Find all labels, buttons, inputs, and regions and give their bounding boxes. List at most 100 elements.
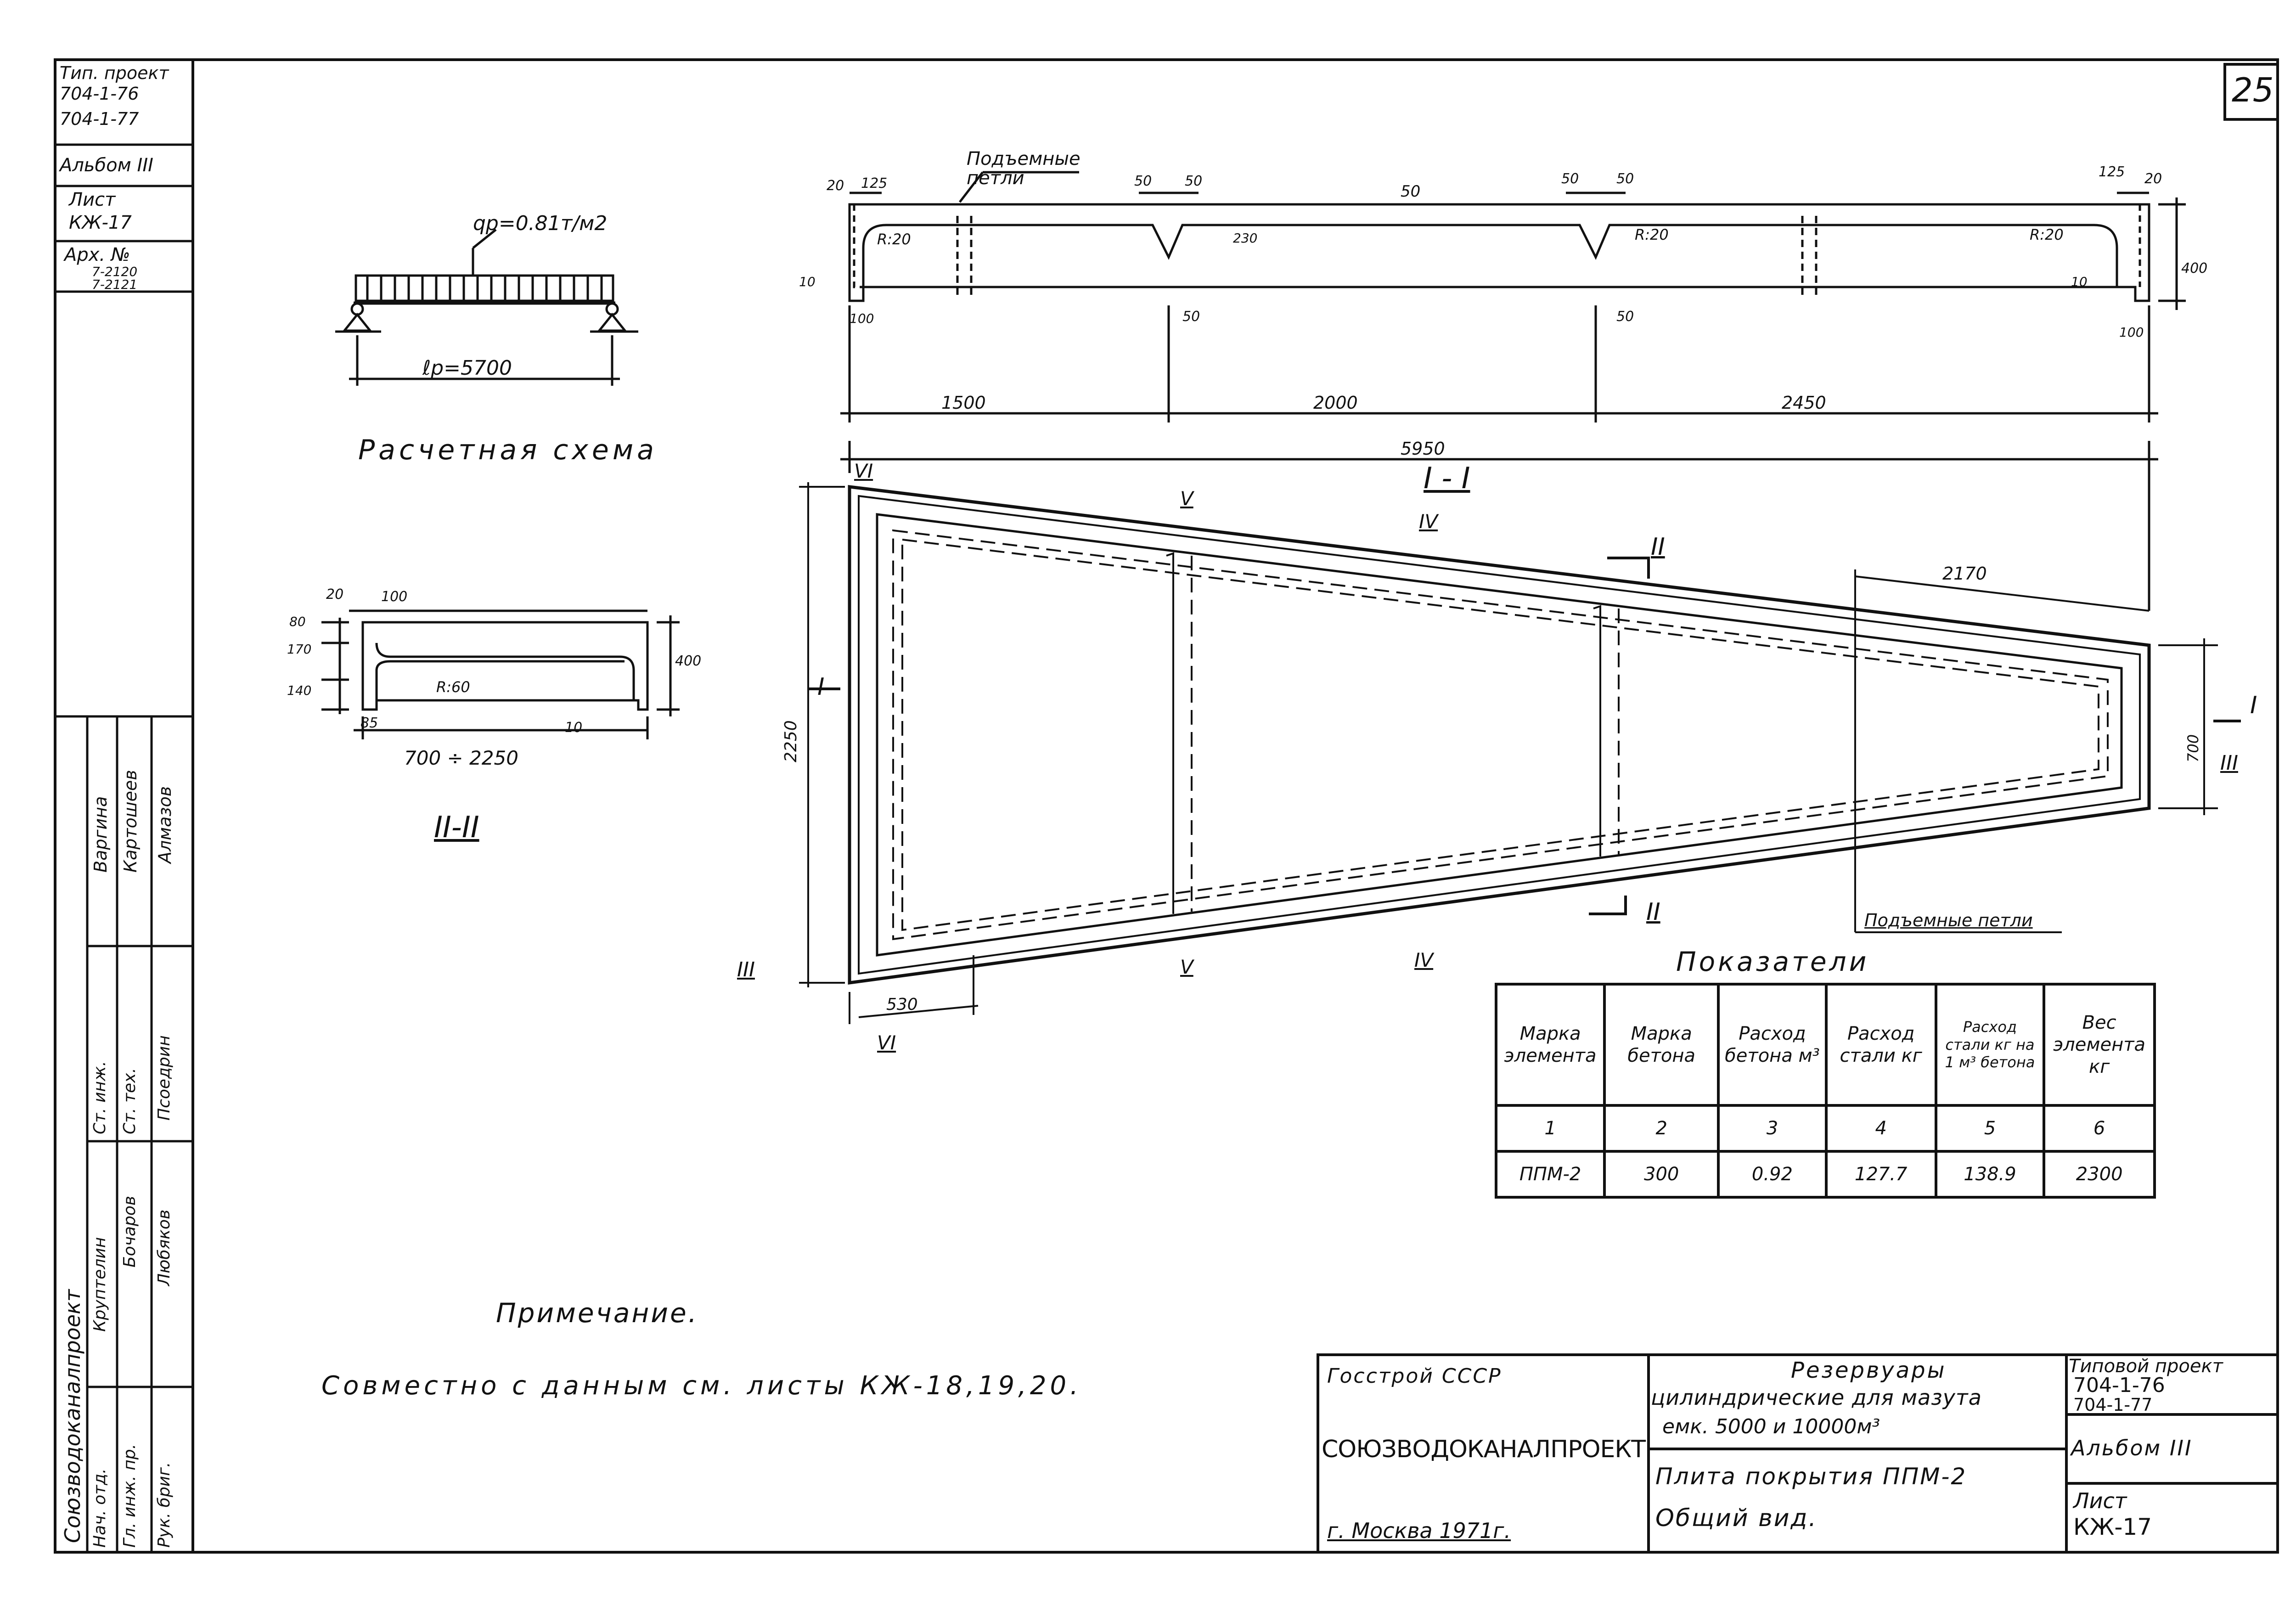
s1-dim-125-left: 125 bbox=[861, 175, 888, 192]
side-name-7: Псоедрин bbox=[155, 1035, 174, 1121]
s1-dim-50-bottom-2: 50 bbox=[1616, 309, 1634, 325]
cell-steel-mass: 127.7 bbox=[1824, 1149, 1937, 1199]
s1-dim-20-left: 20 bbox=[827, 178, 844, 194]
side-project-code-2: 704-1-77 bbox=[60, 109, 139, 129]
side-album: Альбом III bbox=[60, 155, 153, 176]
cell-mark: ППМ-2 bbox=[1494, 1149, 1606, 1199]
section-1-drawing bbox=[840, 171, 2186, 611]
mark-IV-top: IV bbox=[1419, 510, 1438, 533]
side-name-5: Бочаров bbox=[120, 1195, 139, 1268]
tb-project-title-1: Резервуары bbox=[1791, 1358, 1947, 1383]
side-name-3: Алмазов bbox=[155, 786, 175, 863]
s1-dim-2450: 2450 bbox=[1782, 393, 1826, 413]
tb-project-title-2: цилиндрические для мазута bbox=[1651, 1385, 1982, 1410]
mark-III-right: III bbox=[2220, 751, 2238, 775]
indicators-number-row: 1 2 3 4 5 6 bbox=[1494, 1104, 2156, 1153]
tb-typ-code-2: 704-1-77 bbox=[2073, 1395, 2153, 1415]
indicators-table: Марка элемента Марка бетона Расход бетон… bbox=[1494, 983, 2156, 1199]
cell-concrete-volume: 0.92 bbox=[1717, 1149, 1828, 1199]
tb-typ-code-1: 704-1-76 bbox=[2073, 1374, 2165, 1397]
tb-city: г. Москва 1971г. bbox=[1327, 1518, 1511, 1543]
cell-concrete-mark: 300 bbox=[1603, 1149, 1720, 1199]
side-archive-code-1: 7-2120 bbox=[92, 264, 138, 279]
s1-dim-50-1: 50 bbox=[1134, 173, 1152, 189]
plan-loops-label: Подъемные петли bbox=[1864, 910, 2033, 930]
calc-load-label: qр=0.81т/м2 bbox=[473, 212, 608, 235]
mark-III-left: III bbox=[737, 958, 755, 981]
s2-title: II-II bbox=[434, 811, 479, 845]
indicators-data-row: ППМ-2 300 0.92 127.7 138.9 2300 bbox=[1494, 1149, 2156, 1199]
cell-steel-per-m3: 138.9 bbox=[1934, 1149, 2046, 1199]
note-text: Совместно с данным см. листы КЖ-18,19,20… bbox=[321, 1371, 1082, 1401]
col-number-2: 2 bbox=[1603, 1104, 1720, 1153]
s1-dim-50-2: 50 bbox=[1185, 173, 1203, 189]
mark-V-top: V bbox=[1180, 487, 1193, 510]
cell-weight: 2300 bbox=[2043, 1149, 2156, 1199]
indicators-title: Показатели bbox=[1676, 946, 1869, 977]
calc-scheme bbox=[335, 229, 638, 386]
mark-V-bottom: V bbox=[1180, 956, 1193, 978]
tb-drawing-title-2: Общий вид. bbox=[1655, 1504, 1818, 1532]
col-number-1: 1 bbox=[1494, 1104, 1606, 1153]
s1-radius-1: R:20 bbox=[877, 231, 911, 248]
s1-dim-50-3: 50 bbox=[1401, 182, 1421, 201]
s1-dim-50-4: 50 bbox=[1561, 171, 1579, 187]
tb-project-title-3: емк. 5000 и 10000м³ bbox=[1662, 1415, 1880, 1438]
s1-radius-2: R:20 bbox=[1635, 226, 1669, 243]
col-number-6: 6 bbox=[2043, 1104, 2156, 1153]
s2-dim-10: 10 bbox=[565, 720, 583, 736]
side-stamp-lines bbox=[55, 143, 193, 1552]
s2-dim-140: 140 bbox=[287, 683, 312, 698]
side-sheet-label: Лист bbox=[69, 189, 116, 210]
calc-span-label: ℓр=5700 bbox=[422, 356, 512, 380]
side-archive-label: Арх. № bbox=[64, 244, 130, 265]
side-stamp-frame bbox=[54, 58, 194, 1554]
plan-dim-2170: 2170 bbox=[1942, 563, 1987, 584]
mark-IV-bottom: IV bbox=[1414, 949, 1434, 971]
s2-dim-80: 80 bbox=[289, 614, 306, 629]
col-number-5: 5 bbox=[1934, 1104, 2046, 1153]
s1-dim-50-bottom-1: 50 bbox=[1182, 309, 1200, 325]
s2-radius: R:60 bbox=[436, 678, 470, 696]
section-2-drawing bbox=[321, 609, 680, 739]
side-name-6: Любяков bbox=[155, 1209, 174, 1286]
s2-dim-400: 400 bbox=[675, 653, 702, 669]
s1-dim-50-5: 50 bbox=[1616, 171, 1634, 187]
s1-dim-20-right: 20 bbox=[2144, 171, 2162, 187]
s1-callout: Подъемные петли bbox=[967, 148, 1080, 189]
s1-dim-1500: 1500 bbox=[941, 393, 986, 413]
header-steel-per-m3: Расход стали кг на 1 м³ бетона bbox=[1934, 983, 2046, 1107]
plan-view bbox=[799, 482, 2241, 1024]
sheet-number: 25 bbox=[2232, 71, 2274, 109]
side-org: Союзводоканалпроект bbox=[60, 1289, 85, 1543]
outer-frame bbox=[54, 58, 2279, 1554]
s1-dim-100-right: 100 bbox=[2119, 325, 2144, 340]
plan-dim-530: 530 bbox=[886, 995, 918, 1014]
col-number-4: 4 bbox=[1824, 1104, 1937, 1153]
note-heading: Примечание. bbox=[496, 1297, 699, 1329]
side-role-2: Гл. инж. пр. bbox=[120, 1443, 139, 1548]
plan-dim-2250: 2250 bbox=[782, 720, 800, 762]
tb-org2: СОЮЗВОДОКАНАЛПРОЕКТ bbox=[1322, 1436, 1646, 1463]
tb-org1: Госстрой СССР bbox=[1327, 1364, 1502, 1388]
side-project-code-1: 704-1-76 bbox=[60, 84, 139, 104]
s2-width: 700 ÷ 2250 bbox=[404, 747, 518, 769]
header-concrete-use: Расход бетона м³ bbox=[1717, 983, 1828, 1107]
mark-VI-top: VI bbox=[854, 460, 873, 482]
s2-dim-100: 100 bbox=[381, 589, 408, 605]
side-archive-code-2: 7-2121 bbox=[92, 277, 138, 292]
header-steel-use: Расход стали кг bbox=[1824, 983, 1937, 1107]
s2-dim-20: 20 bbox=[326, 586, 344, 603]
s1-dim-100-left: 100 bbox=[850, 311, 874, 326]
mark-II-bottom: II bbox=[1646, 898, 1660, 926]
side-project-label: Тип. проект bbox=[60, 63, 169, 83]
header-mark-element: Марка элемента bbox=[1494, 983, 1606, 1107]
s1-dim-125-right: 125 bbox=[2099, 164, 2125, 180]
calc-scheme-title: Расчетная схема bbox=[358, 434, 658, 466]
side-role-3: Рук. бриг. bbox=[155, 1462, 174, 1548]
side-name-1: Варгина bbox=[90, 796, 111, 873]
s2-dim-85: 85 bbox=[360, 715, 378, 731]
tb-typ-label: Типовой проект bbox=[2069, 1356, 2223, 1377]
s1-dim-2000: 2000 bbox=[1313, 393, 1358, 413]
